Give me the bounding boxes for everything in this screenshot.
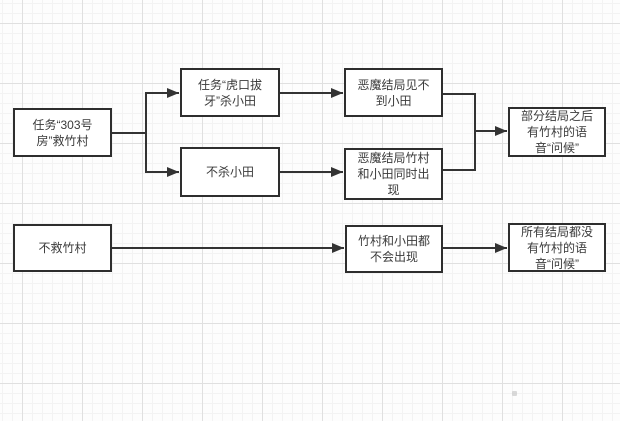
connector-devil-no-oda-join [443, 93, 476, 131]
node-no-save-takemura: 不救竹村 [13, 224, 112, 272]
node-devil-ending-no-oda: 恶魔结局见不 到小田 [344, 68, 443, 117]
node-some-endings-voice-greeting: 部分结局之后 有竹村的语 音“问候” [508, 107, 606, 157]
node-all-endings-no-voice: 所有结局都没 有竹村的语 音“问候” [508, 223, 606, 272]
node-quest-tiger-kill-oda: 任务“虎口拔 牙”杀小田 [180, 68, 280, 117]
connector-save-to-nokill [145, 133, 179, 177]
connector-save-to-tiger [145, 88, 179, 133]
node-no-kill-oda: 不杀小田 [180, 147, 280, 197]
connector-devil-both-join [443, 131, 476, 171]
faint-artifact-mark [512, 391, 517, 396]
node-devil-ending-both-appear: 恶魔结局竹村 和小田同时出 现 [344, 148, 443, 200]
node-quest-303-save-takemura: 任务“303号 房”救竹村 [13, 108, 112, 157]
node-neither-appears: 竹村和小田都 不会出现 [345, 225, 443, 273]
